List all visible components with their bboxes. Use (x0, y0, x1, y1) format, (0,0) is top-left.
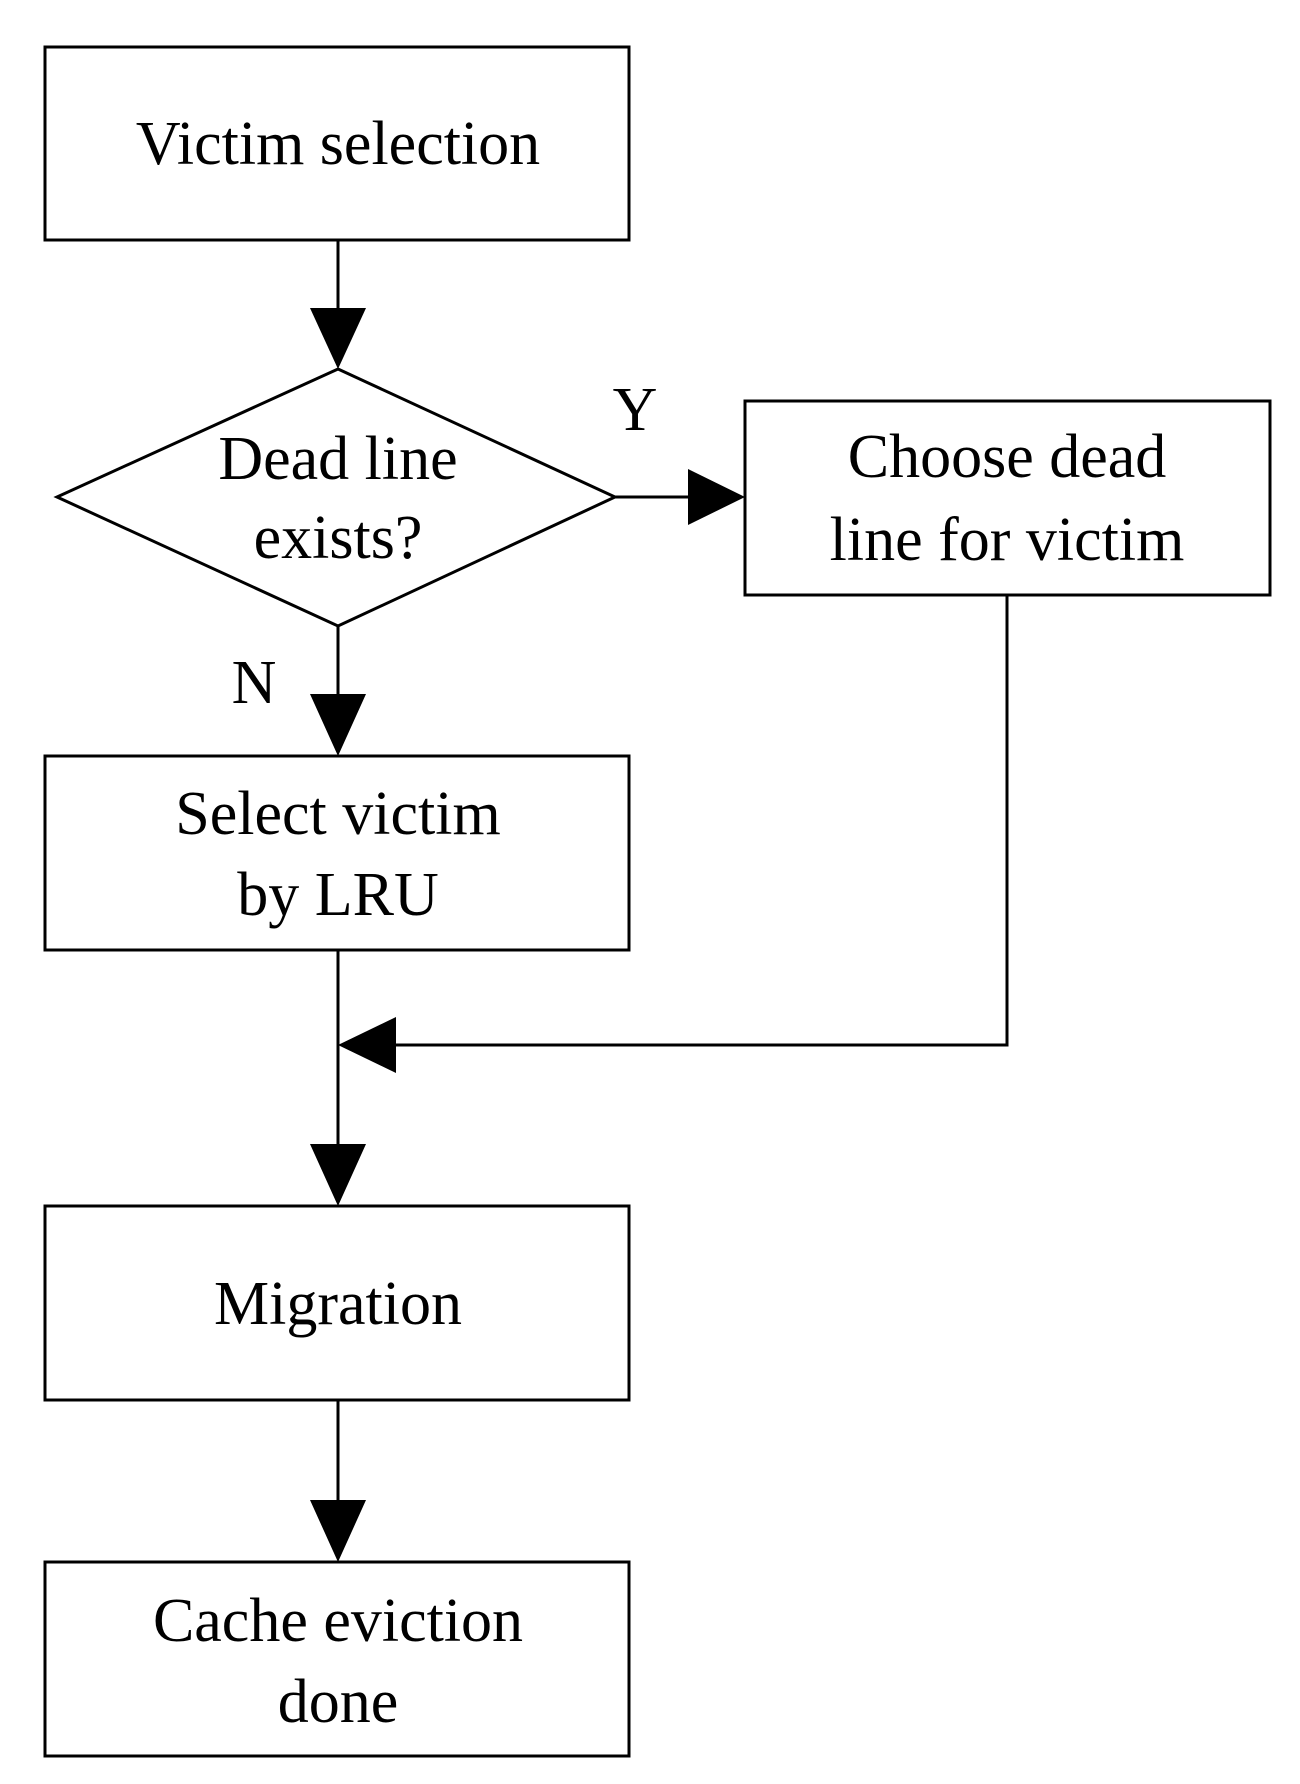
victim-selection-box (43, 45, 631, 242)
choose-dead-line-box (743, 399, 1272, 597)
arrowhead-merge (338, 1017, 396, 1073)
dead-line-exists-label-line1: Dead line (218, 425, 457, 493)
victim-selection-label: Victim selection (136, 110, 540, 178)
no-branch-label: N (232, 649, 277, 717)
choose-dead-line-label-line2: line for victim (830, 506, 1185, 574)
select-victim-lru-label-line2: by LRU (237, 861, 439, 929)
cache-eviction-done-label-line2: done (278, 1668, 399, 1736)
cache-eviction-done-label-line1: Cache eviction (153, 1587, 523, 1655)
yes-branch-label: Y (613, 376, 658, 444)
select-victim-lru-box (43, 754, 631, 952)
connector-choose-dead-line-merge (394, 595, 1009, 1047)
dead-line-exists-decision (53, 367, 619, 628)
arrowhead-into-select-victim (310, 694, 366, 756)
dead-line-exists-label-line2: exists? (254, 504, 423, 572)
select-victim-lru-label-line1: Select victim (175, 780, 500, 848)
arrowhead-into-choose-dead-line (688, 469, 745, 525)
arrowhead-into-cache-eviction-done (310, 1500, 366, 1562)
choose-dead-line-label-line1: Choose dead (848, 423, 1167, 491)
migration-label: Migration (214, 1270, 462, 1338)
migration-box (43, 1204, 631, 1402)
arrowhead-into-migration (310, 1144, 366, 1206)
arrowhead-into-decision (310, 308, 366, 369)
cache-eviction-done-box (43, 1560, 631, 1758)
